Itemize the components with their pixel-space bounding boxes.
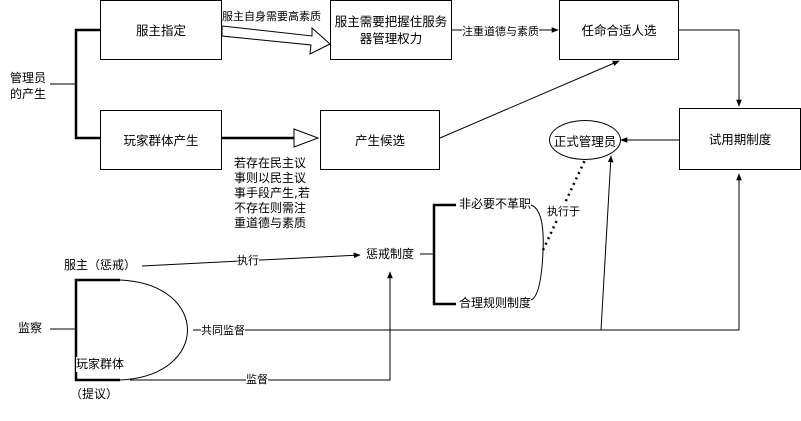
supervise-edge-label: 监督 [246,372,268,387]
execute-at-label: 执行于 [547,204,580,219]
player-group-box: 玩家群体产生 [100,110,222,170]
player-to-candidate-head [293,128,320,148]
player-group2-label: 玩家群体 [76,357,125,372]
penalty-bracket [432,203,456,306]
admin-origin-label: 管理员 的产生 [10,70,47,102]
owner-penalty-label: 服主（惩戒） [64,258,137,273]
penalty-brace [530,204,544,301]
power-box: 服主需要把握住服务 器管理权力 [330,0,452,60]
non-essential-label: 非必要不革职 [459,197,532,212]
candidate-box: 产生候选 [320,110,440,170]
joint-to-official-arrow [600,155,614,331]
merge-shape [119,279,188,381]
probation-box: 试用期制度 [679,108,801,170]
proposal-label: （提议） [70,387,119,402]
supervise-bracket [74,278,120,382]
supervise-line [130,271,393,381]
high-quality-label: 服主自身需要高素质 [222,9,321,24]
joint-supervise-line [193,173,742,331]
execute-label: 执行 [237,253,259,268]
admin-origin-bracket [74,28,100,140]
moral-quality-label: 注重道德与素质 [462,24,539,39]
supervise-label: 监察 [18,321,43,336]
owner-to-power-arrow [221,25,331,55]
joint-supervise-label: 共同监督 [201,323,245,338]
candidate-to-appoint-arrow [439,60,620,139]
appoint-to-probation-arrow [679,29,742,107]
official-admin-ellipse: 正式管理员 [549,120,621,160]
penalty-label: 惩戒制度 [366,247,415,262]
owner-appoint-box: 服主指定 [100,0,222,60]
appoint-person-box: 任命合适人选 [559,0,679,60]
democratic-note: 若存在民主议 事则以民主议 事手段产生,若 不存在则需注 重道德与素质 [234,156,310,230]
reasonable-rules-label: 合理规则制度 [459,296,532,311]
